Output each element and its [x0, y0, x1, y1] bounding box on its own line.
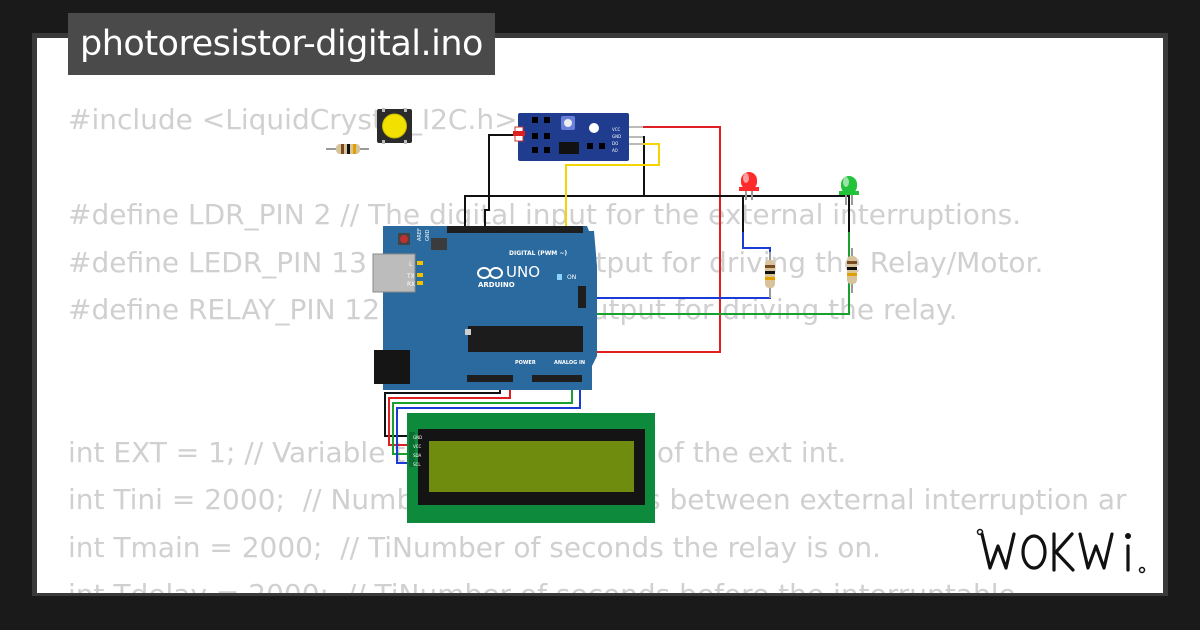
arduino-uno-board[interactable]: AREF GND DIGITAL (PWM ~) L TX RX UNO ARD…: [372, 226, 597, 390]
led-label-rx: RX: [407, 281, 415, 288]
led-red[interactable]: [739, 172, 759, 200]
arduino-logo-icon: [477, 267, 503, 279]
analog-header: [532, 375, 582, 382]
power-jack: [374, 350, 410, 384]
lcd-screen: [429, 441, 634, 492]
usb-port: [372, 253, 416, 293]
board-brand: ARDUINO: [478, 281, 515, 289]
project-title-box: photoresistor-digital.ino: [68, 13, 495, 75]
circuit-diagram: VCC GND DO AO: [326, 108, 859, 523]
ldr-pin-label: DO: [612, 141, 618, 146]
led-label-tx: TX: [406, 273, 415, 280]
atmega-chip: [468, 326, 583, 352]
wire-yellow[interactable]: [565, 143, 660, 230]
led-label-l: L: [409, 261, 413, 268]
code-line: int Tmain = 2000; // TiNumber of seconds…: [68, 530, 882, 564]
push-button[interactable]: [377, 108, 412, 144]
digital-header-label: DIGITAL (PWM ~): [509, 250, 567, 257]
project-preview-panel: #include <LiquidCrystal_I2C.h> #define LD…: [37, 38, 1163, 593]
digital-header: [447, 226, 583, 233]
on-label: ON: [567, 274, 576, 281]
code-line: int Tdelay = 2000; // TiNumber of second…: [68, 571, 1127, 593]
aref-label: AREF: [417, 228, 423, 241]
power-header: [467, 375, 513, 382]
wokwi-logo-icon: [976, 528, 1146, 574]
ldr-pin-label: GND: [612, 134, 621, 139]
wire-black[interactable]: [484, 134, 523, 230]
lcd-pin-label: SDA: [413, 453, 422, 458]
wire-black[interactable]: [743, 195, 850, 232]
resistor-green-led[interactable]: [847, 248, 857, 293]
project-title: photoresistor-digital.ino: [80, 24, 483, 64]
power-header-label: POWER: [515, 360, 536, 366]
led-green[interactable]: [839, 176, 859, 205]
lcd-pin-label: SCL: [413, 462, 421, 467]
analog-header-label: ANALOG IN: [554, 360, 585, 366]
code-line: #define LDR_PIN 2 // The digital input f…: [68, 198, 1022, 231]
photoresistor-module[interactable]: VCC GND DO AO: [513, 113, 643, 161]
wire-blue[interactable]: [396, 373, 581, 464]
ldr-pin-label: VCC: [612, 127, 621, 132]
code-line: #include <LiquidCrystal_I2C.h>: [68, 103, 518, 136]
lcd-pin-label: VCC: [413, 444, 422, 449]
lcd-pin-label: GND: [413, 435, 422, 440]
board-model: UNO: [506, 263, 540, 281]
gnd-label: GND: [425, 229, 431, 241]
resistor-red-led[interactable]: [765, 252, 775, 298]
lcd-display[interactable]: GND VCC SDA SCL: [407, 413, 655, 523]
resistor-pullup[interactable]: [326, 144, 369, 154]
ldr-pin-label: AO: [612, 148, 618, 153]
wire-green[interactable]: [392, 373, 573, 455]
